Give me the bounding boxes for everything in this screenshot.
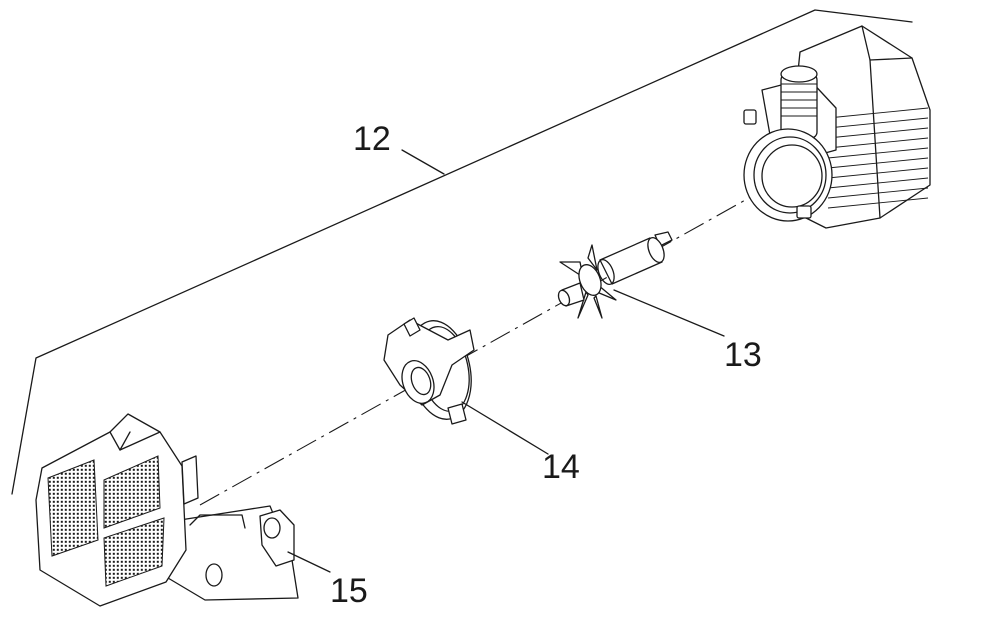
assembly-bracket-line — [11, 9, 913, 495]
intake-grill — [103, 455, 161, 529]
pump-motor-body — [743, 25, 931, 229]
leader-line-14 — [461, 401, 549, 455]
leader-line-13 — [613, 289, 725, 337]
assembly-axis — [199, 174, 791, 506]
impeller-shaft — [557, 231, 673, 319]
impeller-cover — [383, 317, 475, 425]
leader-line-12 — [401, 149, 445, 175]
callout-13: 13 — [724, 336, 762, 374]
cooling-fins — [827, 107, 929, 209]
callout-12: 12 — [353, 120, 391, 158]
intake-screen — [35, 413, 299, 607]
callout-15: 15 — [330, 572, 368, 610]
intake-grill — [47, 459, 99, 557]
leader-line-15 — [287, 551, 331, 573]
impeller-blades — [559, 244, 617, 319]
callout-14: 14 — [542, 448, 580, 486]
outlet-nozzle — [780, 65, 818, 139]
intake-grill — [103, 517, 165, 587]
